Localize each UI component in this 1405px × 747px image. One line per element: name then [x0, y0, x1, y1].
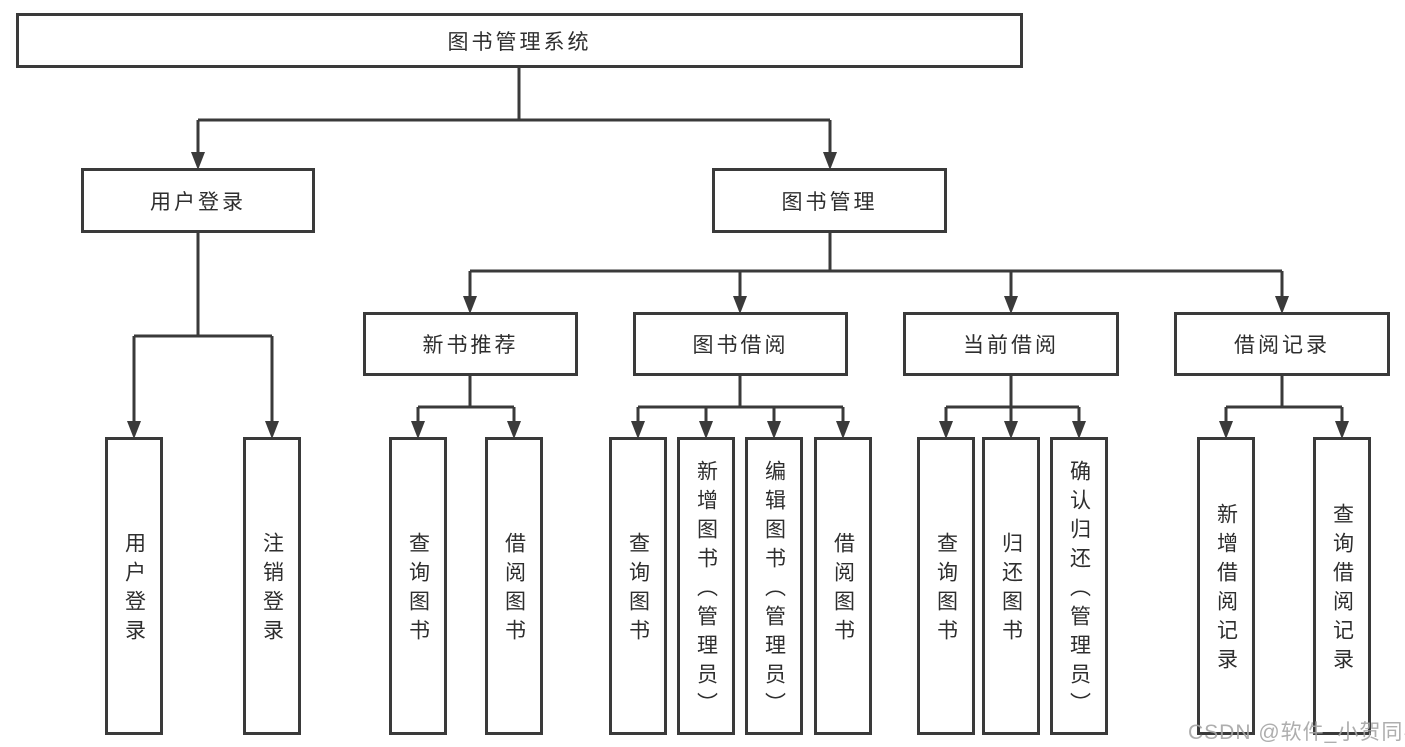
node-label: 当前借阅 [963, 334, 1059, 357]
leaf-add-book-admin: 新增图书（管理员） [677, 437, 735, 735]
node-user-login: 用户登录 [81, 168, 315, 233]
arrowhead-icon [631, 421, 645, 439]
leaf-label: 注销登录 [260, 532, 284, 648]
leaf-label: 用户登录 [122, 532, 146, 648]
leaf-logout: 注销登录 [243, 437, 301, 735]
arrowhead-icon [733, 296, 747, 314]
node-current-borrowing: 当前借阅 [903, 312, 1119, 376]
arrowhead-icon [1335, 421, 1349, 439]
leaf-label: 查询借阅记录 [1330, 503, 1354, 677]
arrowhead-icon [1004, 421, 1018, 439]
node-book-borrowing: 图书借阅 [633, 312, 848, 376]
leaf-query-books-borrowing: 查询图书 [609, 437, 667, 735]
arrowhead-icon [767, 421, 781, 439]
node-label: 图书管理 [781, 190, 878, 214]
arrowhead-icon [699, 421, 713, 439]
connector-borrow-records-to-children [1224, 374, 1344, 422]
node-label: 图书管理系统 [447, 30, 592, 54]
node-label: 图书借阅 [692, 334, 789, 357]
node-book-management: 图书管理 [712, 168, 947, 233]
arrowhead-icon [1219, 421, 1233, 439]
leaf-confirm-return-admin: 确认归还（管理员） [1050, 437, 1108, 735]
node-borrowing-records: 借阅记录 [1174, 312, 1390, 376]
leaf-query-books-current: 查询图书 [917, 437, 975, 735]
node-label: 新书推荐 [422, 334, 519, 357]
node-label: 借阅记录 [1234, 334, 1330, 357]
connector-book-management-to-level3 [468, 231, 1284, 297]
leaf-label: 查询图书 [934, 532, 958, 648]
arrowhead-icon [1072, 421, 1086, 439]
connector-root-to-level2 [196, 66, 832, 153]
leaf-label: 借阅图书 [831, 532, 855, 648]
arrowhead-icon [823, 152, 837, 170]
arrowhead-icon [1004, 296, 1018, 314]
leaf-query-books-recommend: 查询图书 [389, 437, 447, 735]
leaf-label: 查询图书 [406, 532, 430, 648]
leaf-label: 确认归还（管理员） [1067, 459, 1091, 721]
leaf-return-book: 归还图书 [982, 437, 1040, 735]
connector-new-book-to-children [416, 374, 516, 422]
arrowhead-icon [836, 421, 850, 439]
arrowhead-icon [1275, 296, 1289, 314]
arrowhead-icon [265, 421, 279, 439]
arrowhead-icon [507, 421, 521, 439]
leaf-borrow-books-recommend: 借阅图书 [485, 437, 543, 735]
leaf-label: 借阅图书 [502, 532, 526, 648]
leaf-query-borrow-record: 查询借阅记录 [1313, 437, 1371, 735]
arrowhead-icon [939, 421, 953, 439]
leaf-label: 编辑图书（管理员） [762, 459, 786, 721]
arrowhead-icon [191, 152, 205, 170]
leaf-label: 归还图书 [999, 532, 1023, 648]
arrowhead-icon [127, 421, 141, 439]
arrowhead-icon [463, 296, 477, 314]
leaf-borrow-books-borrowing: 借阅图书 [814, 437, 872, 735]
arrowhead-icon [411, 421, 425, 439]
leaf-add-borrow-record: 新增借阅记录 [1197, 437, 1255, 735]
node-library-management-system: 图书管理系统 [16, 13, 1023, 68]
connector-current-borrow-to-children [944, 374, 1081, 422]
leaf-label: 新增借阅记录 [1214, 503, 1238, 677]
leaf-edit-book-admin: 编辑图书（管理员） [745, 437, 803, 735]
node-new-book-recommendation: 新书推荐 [363, 312, 578, 376]
node-label: 用户登录 [150, 190, 246, 214]
leaf-label: 新增图书（管理员） [694, 459, 718, 721]
leaf-label: 查询图书 [626, 532, 650, 648]
connector-user-login-to-children [132, 231, 274, 422]
leaf-user-login: 用户登录 [105, 437, 163, 735]
connector-book-borrow-to-children [636, 374, 845, 422]
